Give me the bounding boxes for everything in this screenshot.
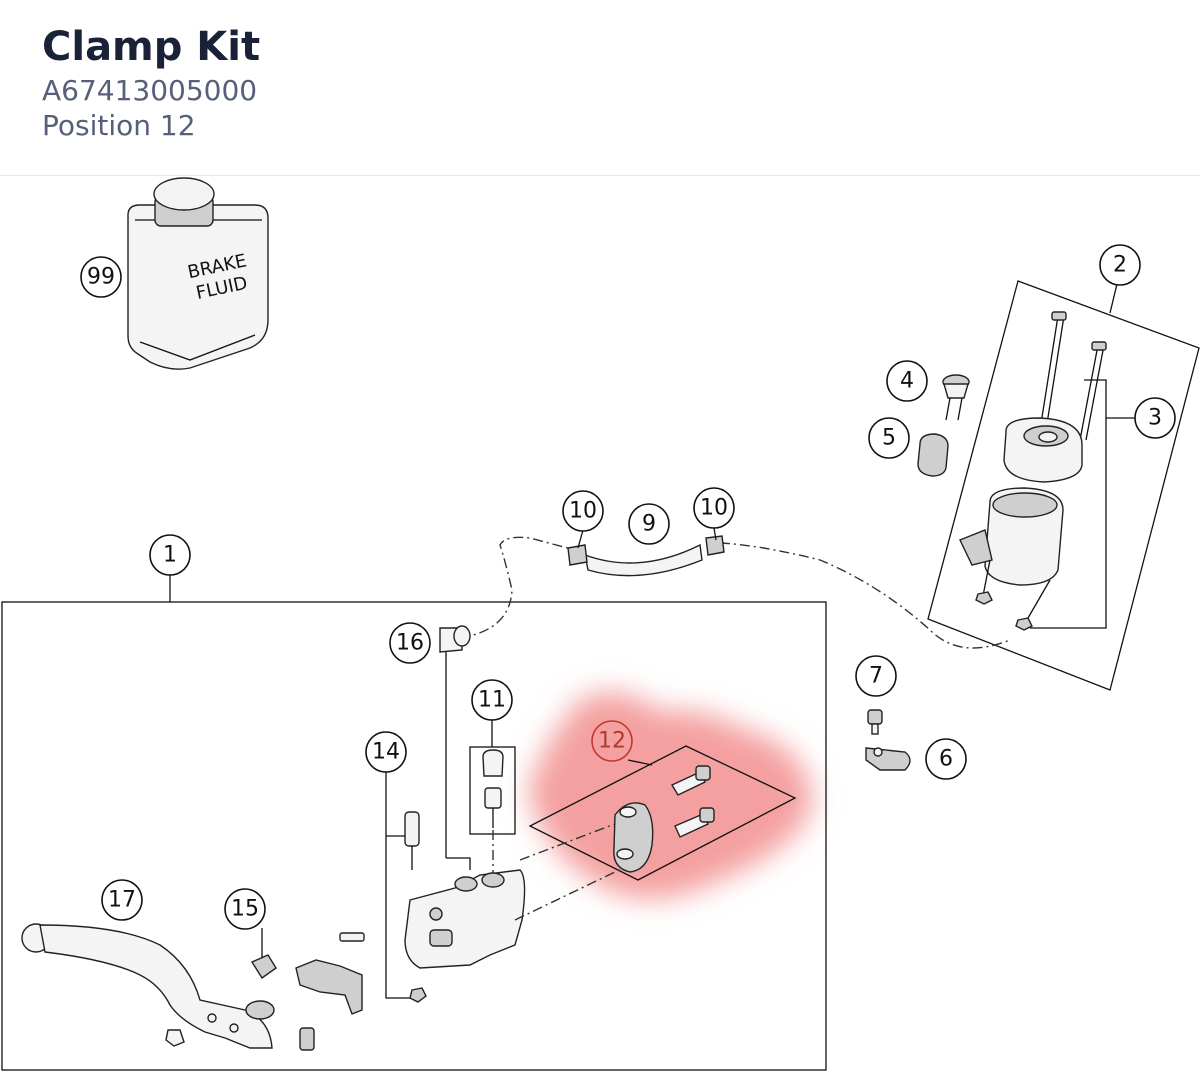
callout-5[interactable]: 5 — [868, 417, 910, 459]
page-header: Clamp Kit A67413005000 Position 12 — [0, 0, 1200, 176]
svg-text:6: 6 — [939, 747, 953, 772]
brake-fluid-can: BRAKEFLUID — [127, 177, 269, 370]
callout-17[interactable]: 17 — [101, 879, 143, 921]
mirror-bracket-parts — [865, 709, 911, 771]
banjo-fitting — [439, 625, 471, 870]
highlight-region — [528, 692, 813, 899]
callout-12[interactable]: 12 — [591, 720, 633, 762]
part-number: A67413005000 — [42, 74, 258, 107]
callout-10-left[interactable]: 10 — [562, 490, 604, 532]
callout-11[interactable]: 11 — [471, 679, 513, 721]
svg-text:3: 3 — [1148, 406, 1162, 431]
svg-text:2: 2 — [1113, 253, 1127, 278]
svg-text:1: 1 — [163, 543, 177, 568]
svg-text:5: 5 — [882, 426, 896, 451]
assembly-frame-2 — [927, 280, 1200, 691]
svg-text:15: 15 — [231, 897, 259, 922]
callout-16[interactable]: 16 — [389, 622, 431, 664]
brake-line — [459, 536, 1011, 649]
callout-15[interactable]: 15 — [224, 888, 266, 930]
bleeder-parts — [482, 749, 504, 880]
exploded-parts-diagram: BRAKEFLUID — [1, 177, 1200, 1071]
brake-hose — [584, 543, 703, 577]
assembly-frame-12 — [528, 745, 797, 881]
svg-text:16: 16 — [396, 631, 424, 656]
svg-text:12: 12 — [598, 729, 626, 754]
callout-3[interactable]: 3 — [1134, 397, 1176, 439]
callout-6[interactable]: 6 — [925, 738, 967, 780]
brake-lever — [21, 923, 275, 1049]
svg-text:10: 10 — [700, 496, 728, 521]
adjuster-parts — [165, 932, 365, 1051]
callout-1[interactable]: 1 — [149, 534, 191, 576]
svg-text:9: 9 — [642, 512, 656, 537]
callout-7[interactable]: 7 — [855, 655, 897, 697]
svg-text:10: 10 — [569, 499, 597, 524]
pivot-pin-parts — [385, 770, 427, 1003]
callout-9[interactable]: 9 — [628, 503, 670, 545]
leader-lines — [261, 527, 717, 958]
clamp-part — [613, 765, 715, 873]
svg-text:4: 4 — [900, 369, 914, 394]
svg-text:14: 14 — [372, 740, 400, 765]
svg-text:7: 7 — [869, 664, 883, 689]
svg-text:11: 11 — [478, 688, 506, 713]
callout-2[interactable]: 2 — [1099, 244, 1141, 286]
svg-text:17: 17 — [108, 888, 136, 913]
callout-14[interactable]: 14 — [365, 731, 407, 773]
position-label: Position 12 — [42, 109, 196, 142]
callout-10-right[interactable]: 10 — [693, 487, 735, 529]
hose-clamps — [567, 535, 725, 566]
reservoir-parts — [917, 311, 1135, 631]
master-cylinder — [404, 821, 641, 969]
page-title: Clamp Kit — [42, 24, 261, 70]
assembly-frame-1 — [1, 601, 827, 1071]
callout-4[interactable]: 4 — [886, 360, 928, 402]
callout-99[interactable]: 99 — [80, 256, 122, 298]
svg-text:99: 99 — [87, 265, 115, 290]
